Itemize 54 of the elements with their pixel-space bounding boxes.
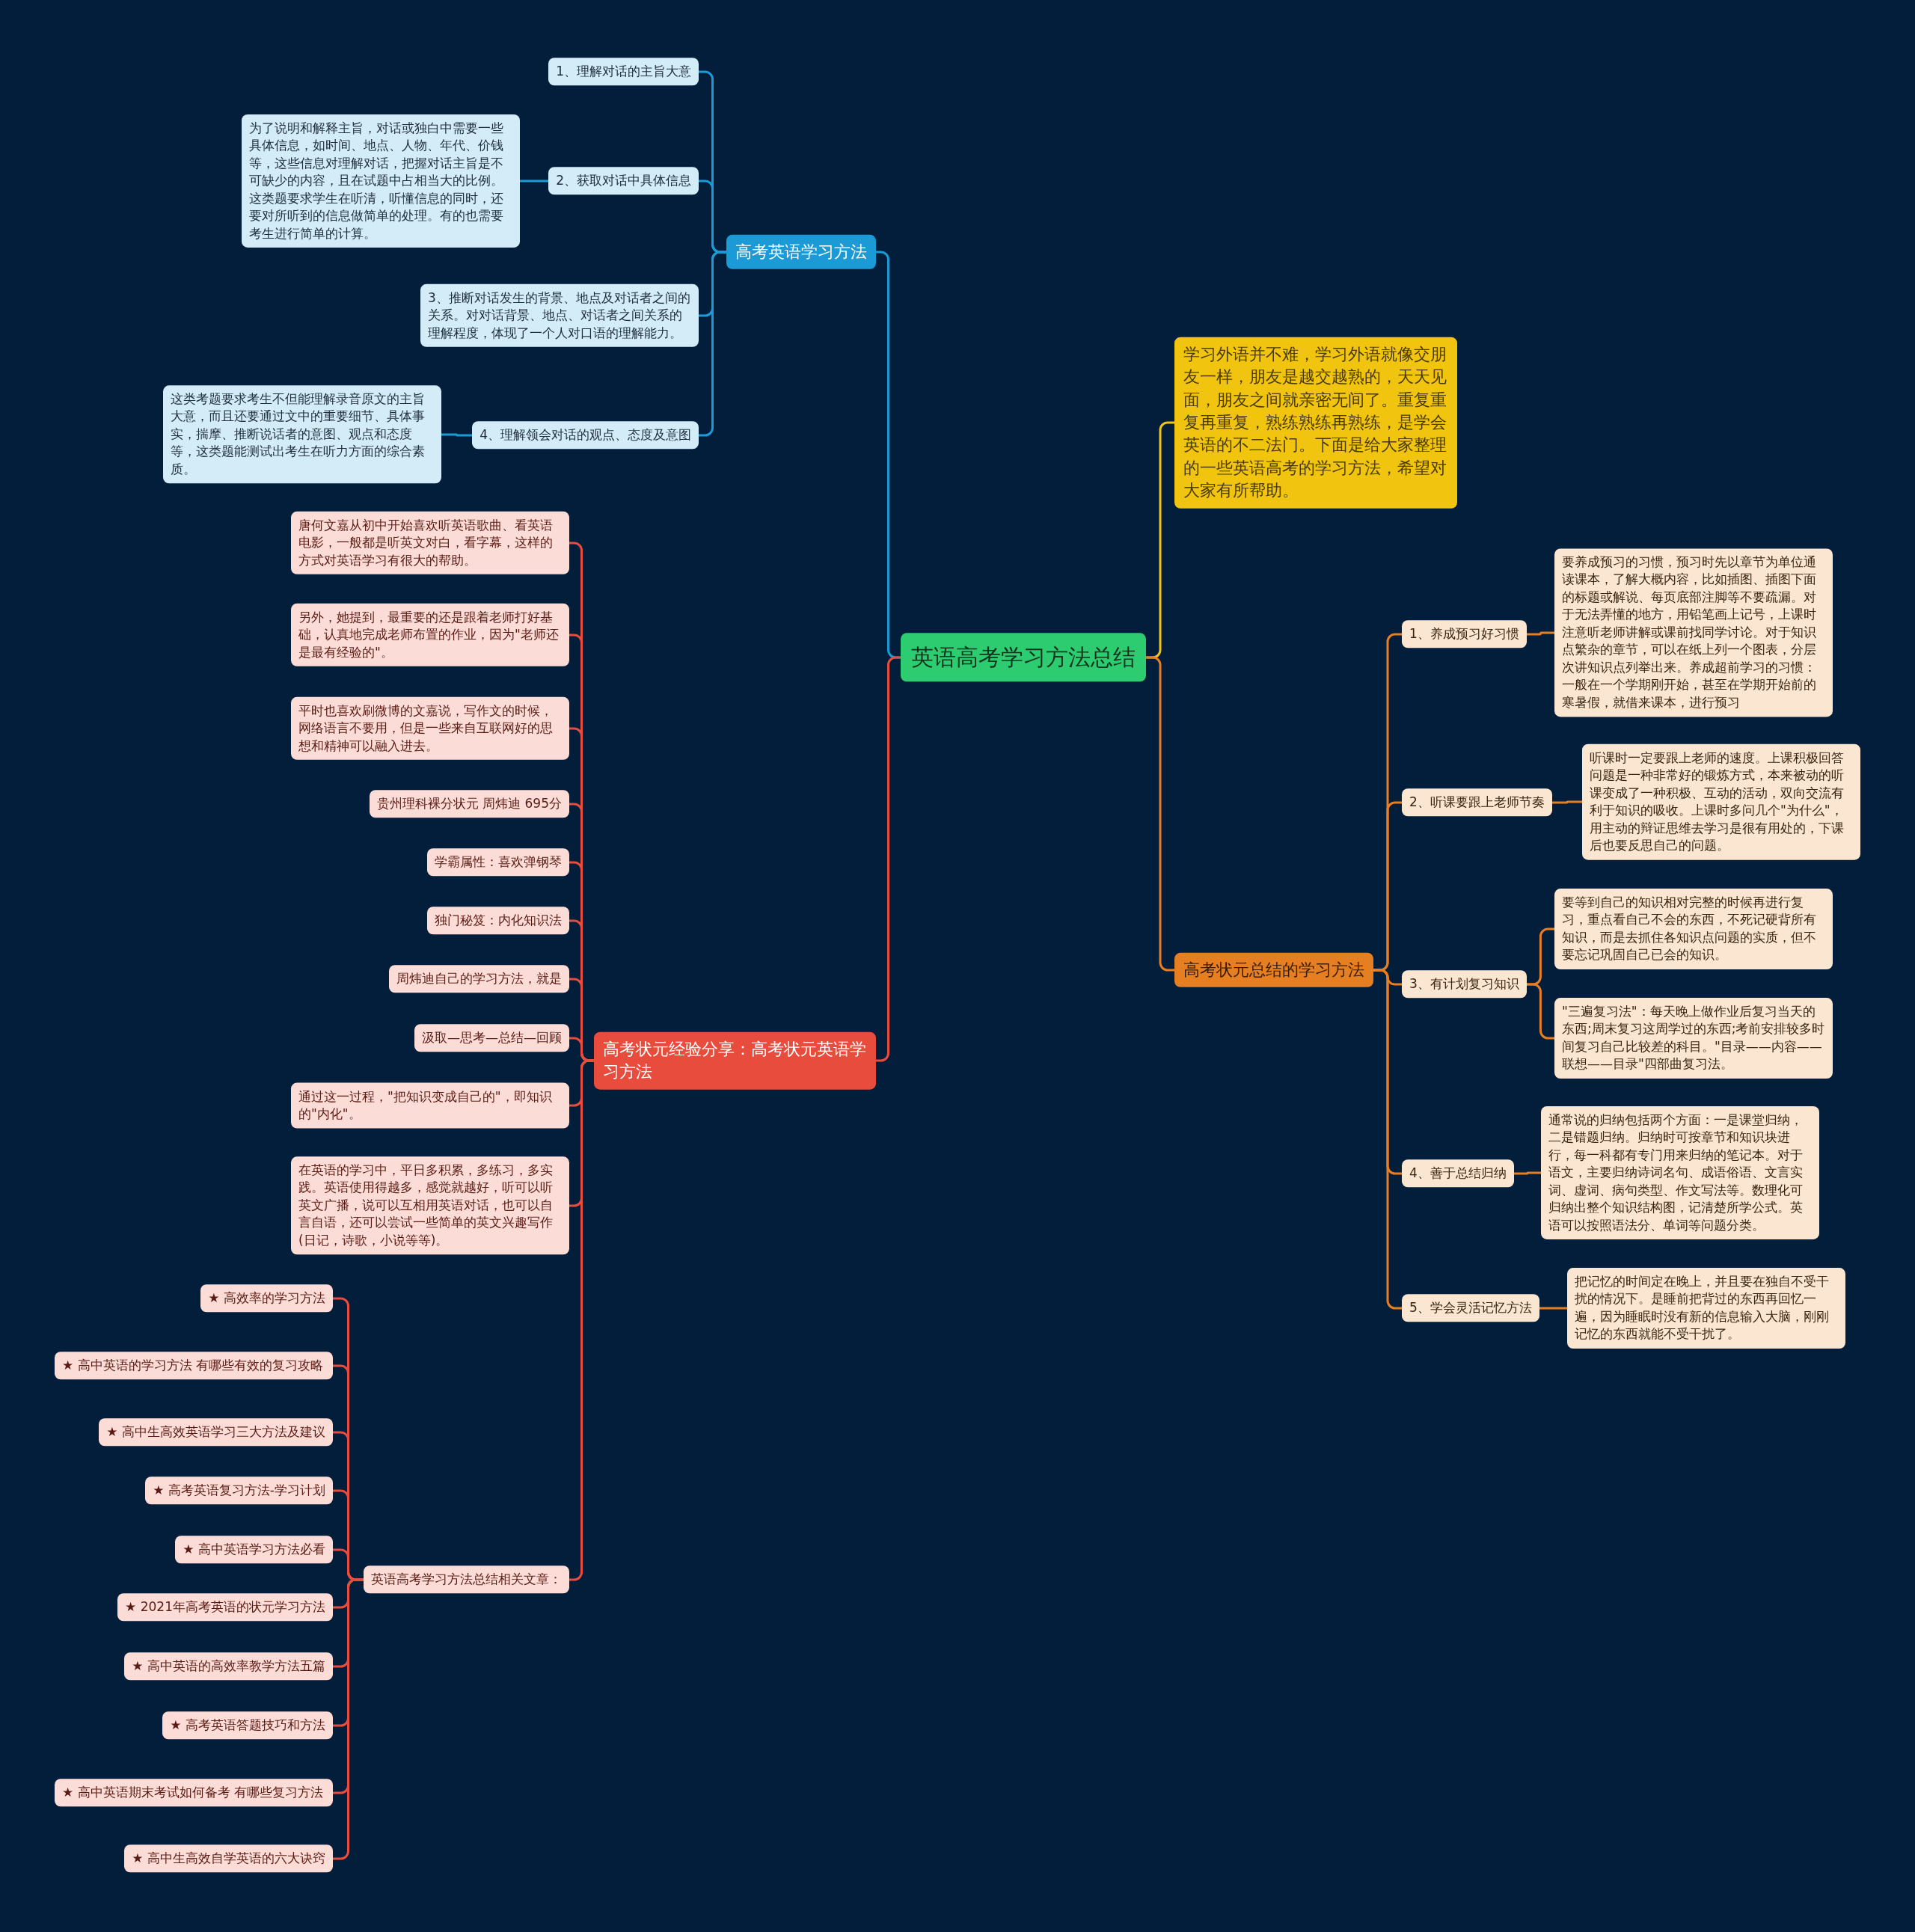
branch-topic: 高考状元经验分享：高考状元英语学习方法 xyxy=(594,1031,876,1090)
branch-topic: 高考状元总结的学习方法 xyxy=(1174,952,1373,988)
connector xyxy=(1373,969,1402,1310)
connector xyxy=(333,1578,364,1860)
subtopic: 4、理解领会对话的观点、态度及意图 xyxy=(472,421,699,450)
subtopic: 要养成预习的习惯，预习时先以章节为单位通读课本，了解大概内容，比如插图、插图下面的标题或解说、每页底部注脚等不要疏漏。对于无法弄懂的地方，用铅笔画上记号，上课时注意听老师讲解或课前找同学讨论。对于知识点繁杂的章节，可以在纸上列一个图表，分层次讲知识点列举出来。养成超前学习的习惯：一般在一个学期刚开始，甚至在学期开始前的寒暑假，就借来课本，进行预习 xyxy=(1554,548,1833,717)
subtopic: 平时也喜欢刷微博的文嘉说，写作文的时候，网络语言不要用，但是一些来自互联网好的思想和精神可以融入进去。 xyxy=(291,696,569,761)
subtopic: 2、听课要跟上老师节奏 xyxy=(1402,788,1552,817)
connector xyxy=(441,433,473,437)
subtopic: ★ 高中英语的高效率教学方法五篇 xyxy=(124,1652,333,1681)
subtopic: 把记忆的时间定在晚上，并且要在独自不受干扰的情况下。是睡前把背过的东西再回忆一遍，因为睡眠时没有新的信息输入大脑，刚刚记忆的东西就能不受干扰了。 xyxy=(1567,1268,1845,1349)
connector xyxy=(1513,1171,1541,1175)
subtopic: 5、学会灵活记忆方法 xyxy=(1402,1294,1539,1322)
subtopic: 学霸属性：喜欢弹钢琴 xyxy=(427,848,569,877)
subtopic: 为了说明和解释主旨，对话或独白中需要一些具体信息，如时间、地点、人物、年代、价钱等，这些信息对理解对话，把握对话主旨是不可缺少的内容，且在试题中占相当大的比例。这类题要求学生在听清，听懂信息的同时，还要对所听到的信息做简单的处理。有的也需要考生进行简单的计算。 xyxy=(242,114,520,248)
connector xyxy=(1146,656,1174,972)
subtopic: 另外，她提到，最重要的还是跟着老师打好基础，认真地完成老师布置的作业，因为"老师还是最有经验的"。 xyxy=(291,603,569,667)
connector xyxy=(1539,1307,1567,1310)
subtopic: 周炜迪自己的学习方法，就是 xyxy=(389,965,569,993)
subtopic: 通常说的归纳包括两个方面：一是课堂归纳，二是错题归纳。归纳时可按章节和知识块进行，每一科都有专门用来归纳的笔记本。对于语文，主要归纳诗词名句、成语俗语、文言实词、虚词、病句类型、作文写法等。数理化可归纳出整个知识结构图，记清楚所学公式。英语可以按照语法分、单词等问题分类。 xyxy=(1541,1105,1819,1240)
subtopic: "三遍复习法"：每天晚上做作业后复习当天的东西;周末复习这周学过的东西;考前安排较多时间复习自己比较差的科目。"目录——内容——联想——目录"四部曲复习法。 xyxy=(1554,998,1833,1079)
subtopic: ★ 高中英语的学习方法 有哪些有效的复习攻略 xyxy=(55,1352,333,1380)
subtopic: ★ 高中英语学习方法必看 xyxy=(175,1536,333,1564)
subtopic: 要等到自己的知识相对完整的时候再进行复习，重点看自己不会的东西，不死记硬背所有知识，而是去抓住各知识点问题的实质，但不要忘记巩固自己已会的知识。 xyxy=(1554,889,1833,969)
connector xyxy=(699,251,726,437)
connector xyxy=(520,180,549,183)
subtopic: 听课时一定要跟上老师的速度。上课积极回答问题是一种非常好的锻炼方式，本来被动的听课变成了一种积极、互动的活动，双向交流有利于知识的吸收。上课时多问几个"为什么"，用主动的辩证思维去学习是很有用处的，下课后也要反思自己的问题。 xyxy=(1582,743,1860,860)
connector xyxy=(1526,983,1554,1040)
subtopic: ★ 高考英语复习方法-学习计划 xyxy=(145,1476,333,1505)
subtopic: 通过这一过程，"把知识变成自己的"，即知识的"内化"。 xyxy=(291,1082,569,1129)
connector xyxy=(1526,631,1554,636)
subtopic: ★ 高考英语答题技巧和方法 xyxy=(162,1711,333,1740)
subtopic: 英语高考学习方法总结相关文章： xyxy=(364,1565,569,1594)
subtopic: ★ 高中生高效英语学习三大方法及建议 xyxy=(99,1418,333,1447)
subtopic: 在英语的学习中，平日多积累，多练习，多实践。英语使用得越多，感觉就越好，听可以听英文广播，说可以互相用英语对话，也可以自言自语，还可以尝试一些简单的英文兴趣写作(日记，诗歌，小说等等)。 xyxy=(291,1156,569,1255)
subtopic: 唐何文嘉从初中开始喜欢听英语歌曲、看英语电影，一般都是听英文对白，看字幕，这样的方式对英语学习有很大的帮助。 xyxy=(291,511,569,575)
subtopic: 1、理解对话的主旨大意 xyxy=(548,58,699,86)
intro-note: 学习外语并不难，学习外语就像交朋友一样，朋友是越交越熟的，天天见面，朋友之间就亲密无间了。重复重复再重复，熟练熟练再熟练，是学会英语的不二法门。下面是给大家整理的一些英语高考的学习方法，希望对大家有所帮助。 xyxy=(1174,337,1457,509)
branch-topic: 高考英语学习方法 xyxy=(726,234,876,270)
subtopic: 1、养成预习好习惯 xyxy=(1402,620,1527,648)
subtopic: ★ 高中英语期末考试如何备考 有哪些复习方法 xyxy=(55,1779,333,1807)
subtopic: 4、善于总结归纳 xyxy=(1402,1159,1514,1188)
subtopic: 独门秘笈：内化知识法 xyxy=(427,907,569,935)
subtopic: 3、有计划复习知识 xyxy=(1402,970,1527,999)
subtopic: 贵州理科裸分状元 周炜迪 695分 xyxy=(369,790,569,818)
central-topic: 英语高考学习方法总结 xyxy=(901,633,1146,682)
subtopic: ★ 高效率的学习方法 xyxy=(200,1284,333,1313)
connector xyxy=(1551,800,1582,804)
subtopic: 这类考题要求考生不但能理解录音原文的主旨大意，而且还要通过文中的重要细节、具体事实，揣摩、推断说话者的意图、观点和态度等，这类题能测试出考生在听力方面的综合素质。 xyxy=(163,385,441,484)
subtopic: 汲取—思考—总结—回顾 xyxy=(414,1024,569,1052)
subtopic: ★ 高中生高效自学英语的六大诀窍 xyxy=(124,1844,333,1873)
subtopic: ★ 2021年高考英语的状元学习方法 xyxy=(117,1593,333,1622)
subtopic: 2、获取对话中具体信息 xyxy=(548,167,699,195)
subtopic: 3、推断对话发生的背景、地点及对话者之间的关系。对对话背景、地点、对话者之间关系的理解程度，体现了一个人对口语的理解能力。 xyxy=(420,283,699,348)
